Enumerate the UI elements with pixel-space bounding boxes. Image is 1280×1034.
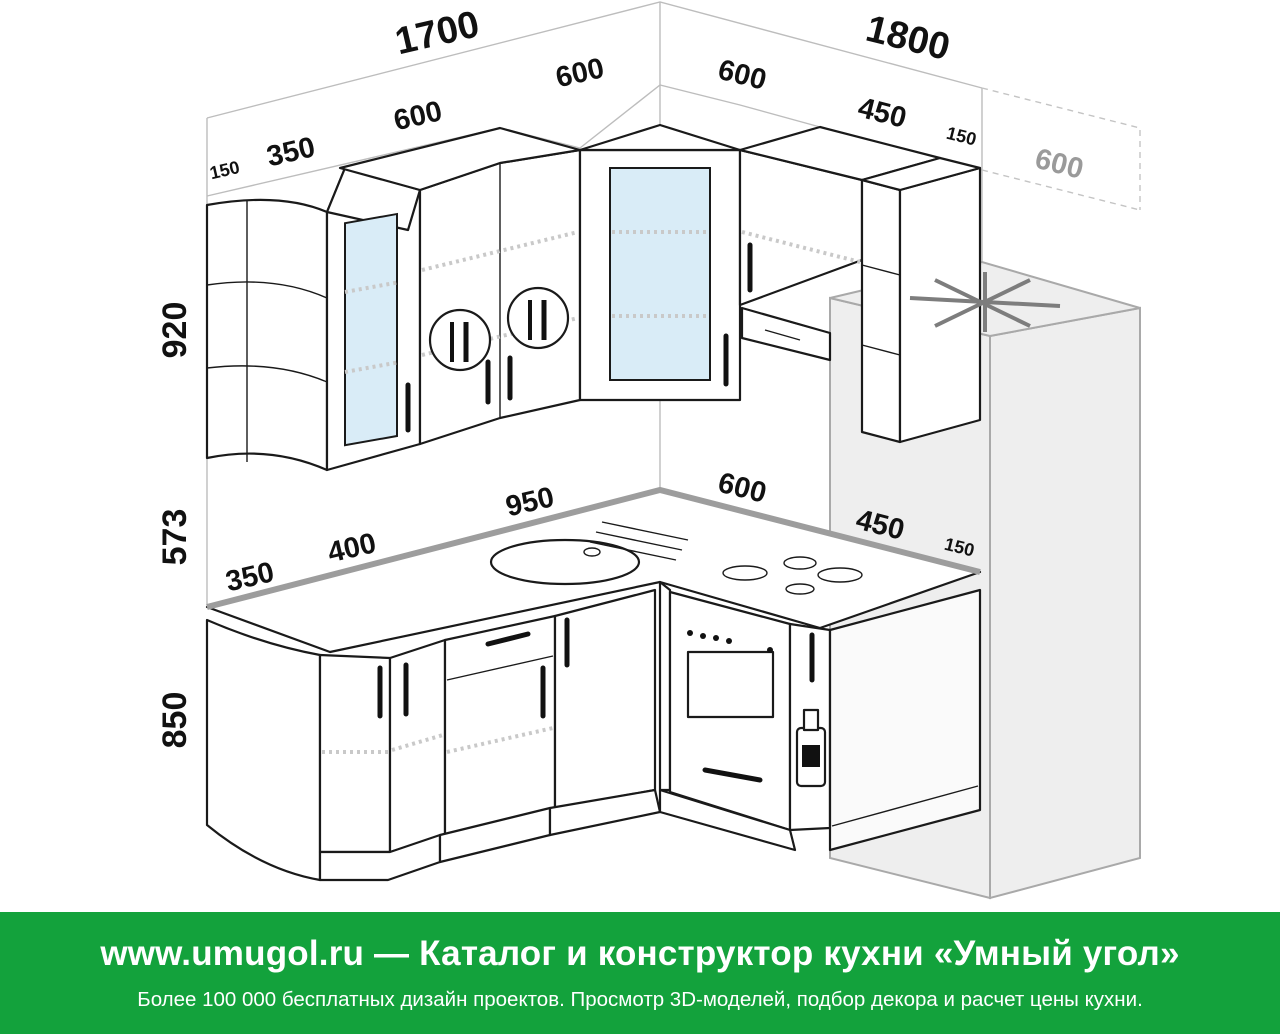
base-cabinets [205, 580, 982, 882]
open-shelf-left [205, 198, 329, 472]
open-shelf-right [860, 156, 982, 444]
banner-headline[interactable]: www.umugol.ru — Каталог и конструктор ку… [100, 934, 1180, 973]
bottle-cabinet [788, 622, 832, 832]
dim-height-base: 850 [156, 692, 194, 749]
dim-upper-left-shelf: 150 [208, 157, 242, 183]
base-drawer-unit [438, 614, 557, 864]
snowflake-icon [909, 272, 1061, 332]
dim-fridge-width: 600 [1032, 143, 1087, 186]
kitchen-diagram: 1700 1800 150 350 600 600 600 450 150 60… [156, 1, 1141, 900]
dim-upper-corner-right: 600 [715, 54, 770, 97]
bottle-icon [795, 708, 827, 788]
base-corner-unit [548, 588, 662, 837]
dim-top-left-total: 1700 [391, 3, 483, 63]
dim-height-gap: 573 [156, 509, 194, 566]
dim-upper-left-glass: 350 [264, 131, 318, 173]
hob [722, 556, 863, 595]
banner-subline: Более 100 000 бесплатных дизайн проектов… [137, 988, 1143, 1011]
dim-upper-left-double: 600 [391, 95, 445, 137]
hood-cabinet [738, 125, 942, 362]
base-corner-left [205, 618, 447, 882]
dim-upper-right-hood: 450 [855, 92, 910, 135]
base-end-unit [828, 588, 982, 852]
dim-upper-right-shelf: 150 [944, 123, 978, 150]
footer-banner: www.umugol.ru — Каталог и конструктор ку… [0, 912, 1280, 1034]
glass-cabinet-350 [325, 166, 422, 472]
fork-knife-plate-icon [428, 308, 492, 372]
corner-glass-cabinet [578, 123, 742, 402]
dim-height-upper: 920 [156, 302, 194, 359]
upper-cabinets [205, 123, 982, 472]
sink [489, 521, 689, 586]
oven-unit [658, 580, 797, 852]
dim-upper-corner-left: 600 [553, 52, 607, 94]
fork-knife-plate-icon [506, 286, 570, 350]
